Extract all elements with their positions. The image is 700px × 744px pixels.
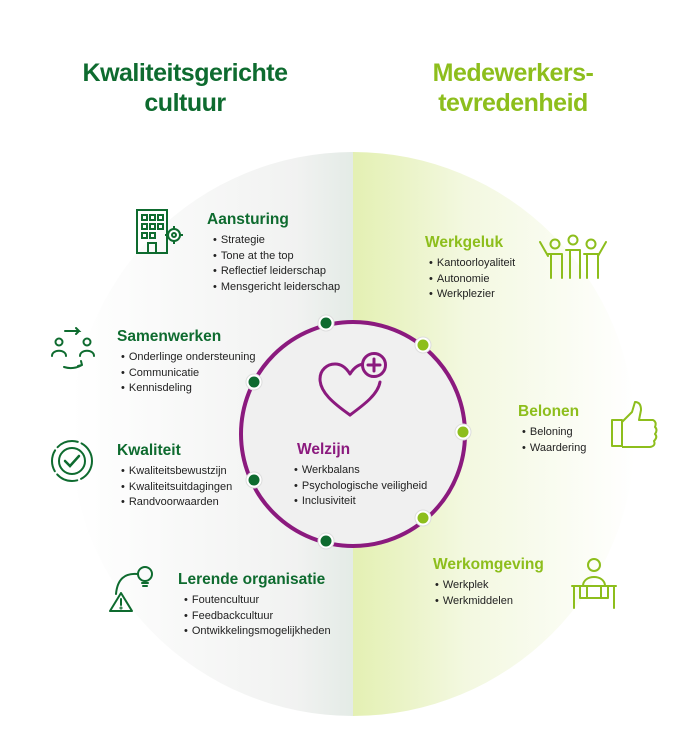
check-circle-icon: [51, 440, 93, 482]
heading-left-line-2: cultuur: [144, 89, 226, 117]
list-item: Waardering: [522, 441, 586, 457]
welzijn-circle: [239, 320, 467, 548]
section-title: Aansturing: [207, 211, 289, 228]
list-item: Ontwikkelingsmogelijkheden: [184, 624, 331, 640]
section-werkgeluk: Werkgeluk Kantoorloyaliteit Autonomie We…: [425, 233, 515, 303]
lightbulb-warning-icon: [109, 566, 153, 612]
section-aansturing: Aansturing Strategie Tone at the top Ref…: [207, 210, 340, 295]
dot-werkomgeving: [414, 509, 432, 527]
section-title: Werkgeluk: [425, 234, 504, 251]
dot-werkgeluk: [414, 336, 432, 354]
dot-belonen: [454, 423, 472, 441]
section-title: Welzijn: [297, 441, 351, 458]
section-lerende-organisatie: Lerende organisatie Foutencultuur Feedba…: [178, 570, 331, 640]
list-item: Onderlinge ondersteuning: [121, 350, 256, 366]
list-item: Feedbackcultuur: [184, 609, 331, 625]
building-gear-icon: [136, 209, 183, 254]
list-item: Kennisdeling: [121, 381, 255, 397]
list-item: Kwaliteitsbewustzijn: [121, 464, 232, 480]
list-item: Kwaliteitsuitdagingen: [121, 480, 232, 496]
people-cycle-icon: [51, 327, 95, 370]
dot-lerende-organisatie: [317, 532, 335, 550]
section-title: Samenwerken: [117, 328, 222, 345]
list-item: Werkbalans: [294, 463, 427, 479]
section-welzijn: Welzijn Werkbalans Psychologische veilig…: [294, 440, 427, 510]
heading-left-line-1: Kwaliteitsgerichte: [82, 59, 288, 87]
list-item: Werkplezier: [429, 287, 515, 303]
happy-team-icon: [539, 234, 607, 279]
list-item: Communicatie: [121, 366, 255, 382]
background-circle-right: [353, 152, 635, 716]
list-item: Werkplek: [435, 578, 544, 594]
list-item: Werkmiddelen: [435, 594, 544, 610]
heading-kwaliteitsgerichte-cultuur: Kwaliteitsgerichte cultuur: [70, 58, 300, 118]
section-werkomgeving: Werkomgeving Werkplek Werkmiddelen: [433, 555, 544, 609]
list-item: Randvoorwaarden: [121, 495, 232, 511]
dot-kwaliteit: [245, 471, 263, 489]
desk-worker-icon: [571, 558, 617, 609]
list-item: Autonomie: [429, 272, 515, 288]
list-item: Foutencultuur: [184, 593, 331, 609]
list-item: Strategie: [213, 233, 340, 249]
list-item: Mensgericht leiderschap: [213, 280, 340, 296]
list-item: Inclusiviteit: [294, 494, 427, 510]
list-item: Reflectief leiderschap: [213, 264, 340, 280]
thumbs-up-icon: [611, 401, 658, 448]
section-samenwerken: Samenwerken Onderlinge ondersteuning Com…: [117, 327, 255, 397]
section-belonen: Belonen Beloning Waardering: [518, 402, 586, 456]
section-title: Kwaliteit: [117, 442, 181, 459]
heading-right-line-1: Medewerkers-: [432, 59, 594, 87]
section-kwaliteit: Kwaliteit Kwaliteitsbewustzijn Kwaliteit…: [117, 441, 232, 511]
list-item: Tone at the top: [213, 249, 340, 265]
heart-plus-icon: [318, 352, 387, 417]
list-item: Kantoorloyaliteit: [429, 256, 515, 272]
heading-medewerkerstevredenheid: Medewerkers- tevredenheid: [398, 58, 628, 118]
list-item: Psychologische veiligheid: [294, 479, 427, 495]
section-title: Lerende organisatie: [178, 571, 326, 588]
heading-right-line-2: tevredenheid: [438, 89, 588, 117]
dot-aansturing: [317, 314, 335, 332]
section-title: Belonen: [518, 403, 580, 420]
list-item: Beloning: [522, 425, 586, 441]
section-title: Werkomgeving: [433, 556, 544, 573]
